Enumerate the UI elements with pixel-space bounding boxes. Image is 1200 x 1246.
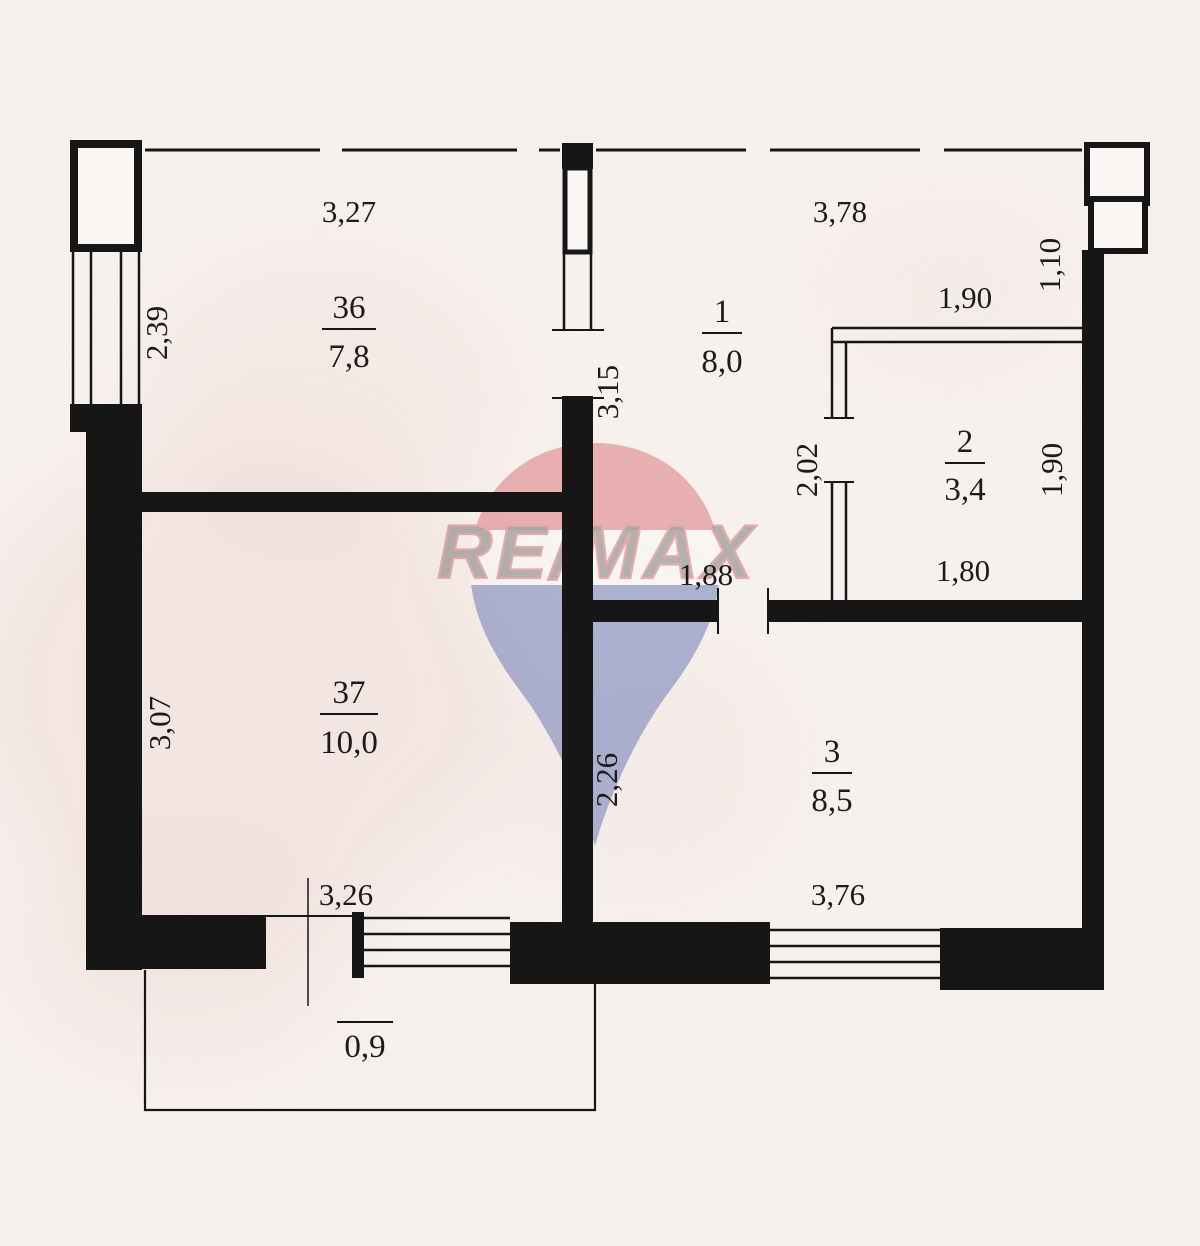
wall-right-main — [1082, 250, 1104, 990]
wall-divider-left — [593, 600, 718, 622]
walls — [70, 143, 1104, 990]
balloon-white-band — [470, 530, 720, 585]
room-number: 2 — [957, 424, 974, 460]
wall-divider-right — [768, 600, 1082, 622]
corner-pier-top-right-b — [1088, 196, 1148, 254]
room-area: 8,0 — [701, 344, 742, 380]
wall-room36-bottom — [140, 492, 564, 512]
dim-center-wall-upper: 3,15 — [590, 365, 625, 419]
room-number: 37 — [333, 675, 366, 711]
wall-center-solid — [562, 396, 593, 922]
dim-top-right-width: 3,78 — [813, 194, 867, 229]
dim-room2-door: 2,02 — [789, 443, 824, 497]
dim-left-window: 2,39 — [139, 306, 174, 360]
wall-bottom-right — [940, 928, 1086, 990]
room-label-36: 36 7,8 — [322, 290, 376, 375]
room-area: 7,8 — [328, 339, 369, 375]
dim-room2-top: 1,90 — [938, 280, 992, 315]
wall-left-main — [86, 404, 142, 970]
dim-center-wall-lower: 2,26 — [589, 753, 624, 807]
room-number: 3 — [824, 734, 841, 770]
wall-bottom-left — [86, 915, 266, 969]
dim-left-lower: 3,07 — [142, 696, 177, 750]
room-label-1: 1 8,0 — [701, 294, 742, 380]
corner-pier-top-right-a — [1084, 142, 1150, 206]
dim-hall-opening: 1,88 — [679, 557, 733, 592]
dim-room2-bottom: 1,80 — [936, 553, 990, 588]
dim-bottom-left-window: 3,26 — [319, 877, 373, 912]
paper-stain — [140, 260, 500, 540]
room-area: 8,5 — [811, 783, 852, 819]
dim-bottom-right-window: 3,76 — [811, 877, 865, 912]
corner-pier-top-left — [70, 140, 142, 252]
wall-window-mullion — [352, 912, 364, 978]
room-number: 36 — [333, 290, 366, 326]
room-area: 3,4 — [944, 472, 985, 508]
room-label-3: 3 8,5 — [811, 734, 852, 819]
dim-top-left-width: 3,27 — [322, 194, 376, 229]
paper-stain — [820, 200, 1080, 380]
remax-wordmark: RE/MAX — [437, 510, 757, 595]
remax-watermark: RE/MAX — [436, 443, 757, 846]
wall-lines — [71, 148, 1082, 1112]
dim-room2-right: 1,90 — [1034, 443, 1069, 497]
balcony-outline — [143, 970, 597, 1112]
room-area: 0,9 — [344, 1029, 385, 1065]
room-label-2: 2 3,4 — [944, 424, 985, 508]
window-center-top — [562, 165, 593, 255]
dim-corner-right-depth: 1,10 — [1032, 238, 1067, 292]
room-number: 1 — [714, 294, 731, 330]
dimension-labels: 3,27 3,78 1,90 1,88 1,80 3,26 3,76 1,10 … — [139, 194, 1069, 912]
room-labels: 36 7,8 1 8,0 2 3,4 37 10,0 3 8,5 0,9 — [320, 290, 986, 1065]
room-label-balcony: 0,9 — [337, 1021, 393, 1065]
wall-center-top-cap — [562, 143, 593, 169]
window-frames — [70, 140, 1150, 255]
room-area: 10,0 — [320, 725, 378, 761]
room-label-37: 37 10,0 — [320, 675, 378, 761]
wall-bottom-center — [510, 922, 770, 984]
